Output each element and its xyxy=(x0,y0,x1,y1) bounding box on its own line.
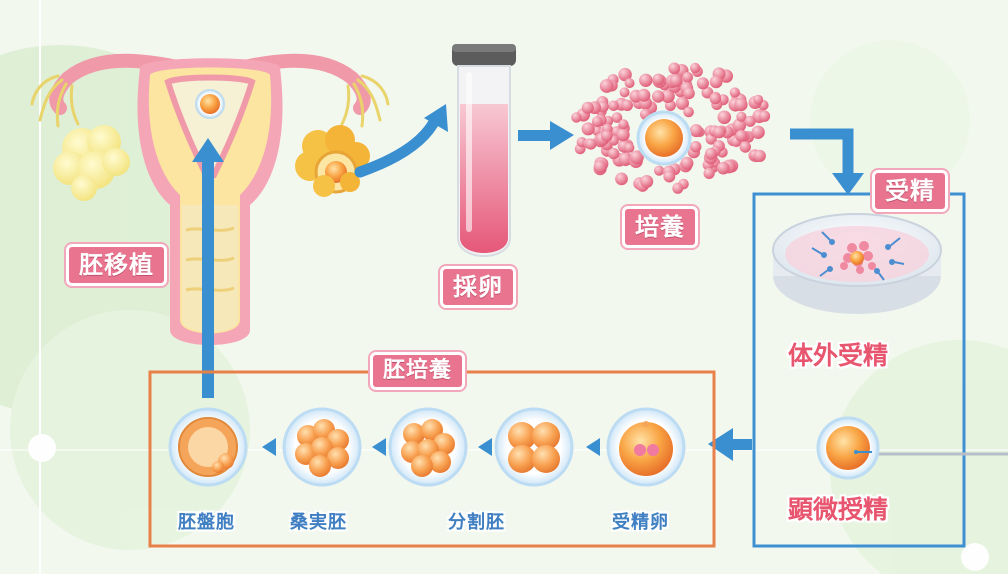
culture-cell xyxy=(619,119,629,129)
right-ovary xyxy=(295,125,370,197)
culture-cell xyxy=(690,63,700,73)
cleavage-8cell xyxy=(390,409,466,485)
culture-cell xyxy=(625,78,635,88)
culture-cell xyxy=(759,111,770,122)
culture-cell xyxy=(608,148,619,159)
stage-label-blastocyst: 胚盤胞 xyxy=(178,508,235,534)
culture-cell xyxy=(705,148,717,160)
zygote-cell xyxy=(608,409,684,485)
culture-cell xyxy=(740,141,751,152)
culture-cell xyxy=(683,88,695,100)
stage-label-cleavage: 分割胚 xyxy=(448,508,505,534)
culture-cell xyxy=(608,101,619,112)
culture-cell xyxy=(592,116,603,127)
culture-cell xyxy=(620,87,630,97)
culture-cell xyxy=(697,77,709,89)
embryo-transfer-label: 胚移植 xyxy=(66,244,167,286)
petri-dish-illustration xyxy=(773,214,941,314)
culture-cell xyxy=(745,116,756,127)
embryo-culture-label: 胚培養 xyxy=(370,352,465,390)
culture-cell xyxy=(690,124,703,137)
icsi-label: 顕微授精 xyxy=(788,490,888,526)
ivf-label: 体外受精 xyxy=(788,336,888,372)
culture-cell xyxy=(654,166,664,176)
culture-cell xyxy=(571,112,581,122)
culture-cell xyxy=(710,76,723,89)
culture-cell xyxy=(601,130,613,142)
culture-cell xyxy=(594,160,607,173)
fertilization-label: 受精 xyxy=(872,170,948,212)
culture-cell xyxy=(600,79,614,93)
culture-egg xyxy=(638,112,690,164)
culture-cell xyxy=(710,93,722,105)
stage-label-zygote: 受精卵 xyxy=(612,508,669,534)
culture-cell xyxy=(734,98,747,111)
culture-cell xyxy=(640,175,653,188)
culture-cell xyxy=(652,90,664,102)
culture-cell xyxy=(713,126,725,138)
culture-cell xyxy=(690,141,701,152)
morula-cell xyxy=(284,409,360,485)
culture-cell xyxy=(683,107,694,118)
culture-cell xyxy=(670,74,683,87)
test-tube xyxy=(452,44,516,256)
culture-cell xyxy=(663,171,675,183)
culture-cell xyxy=(624,143,634,153)
culture-cell xyxy=(754,150,766,162)
stage-label-morula: 桑実胚 xyxy=(290,508,347,534)
culture-cell xyxy=(681,157,694,170)
culture-cell xyxy=(730,87,740,97)
culture-cell xyxy=(653,74,665,86)
culture-cell xyxy=(639,74,652,87)
culture-label: 培養 xyxy=(622,206,698,248)
culture-cell xyxy=(704,168,715,179)
culture-cell xyxy=(751,126,764,139)
culture-cell xyxy=(668,63,680,75)
culture-cell xyxy=(717,162,730,175)
cleavage-4cell xyxy=(496,409,572,485)
blastocyst-cell xyxy=(170,409,246,485)
culture-cell xyxy=(753,95,763,105)
culture-cell xyxy=(582,102,594,114)
culture-cell xyxy=(672,183,683,194)
culture-cell xyxy=(637,89,650,102)
culture-cell xyxy=(718,111,732,125)
culture-cell xyxy=(682,72,693,83)
culture-cell xyxy=(585,139,596,150)
egg-retrieval-label: 採卵 xyxy=(440,266,516,308)
culture-cell xyxy=(735,130,747,142)
culture-cell xyxy=(622,100,633,111)
culture-cell xyxy=(615,173,628,186)
